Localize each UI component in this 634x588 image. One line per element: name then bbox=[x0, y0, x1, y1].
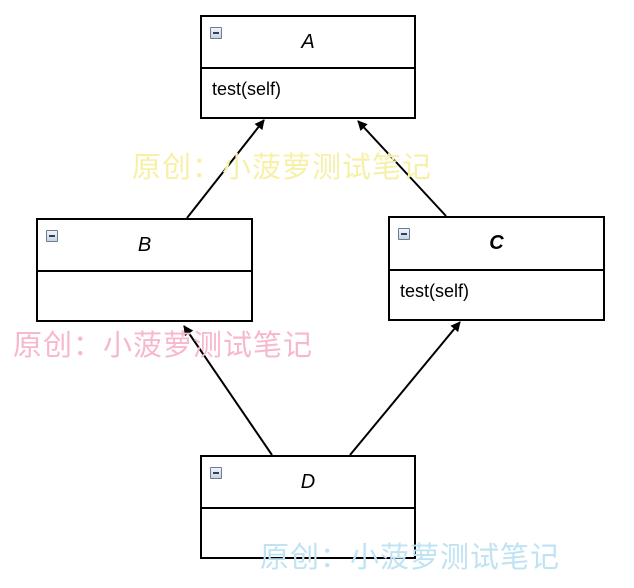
class-a[interactable]: A test(self) bbox=[200, 15, 416, 119]
class-c-name: C bbox=[489, 232, 504, 254]
class-d-header: D bbox=[202, 457, 414, 509]
collapse-icon[interactable] bbox=[210, 27, 222, 39]
collapse-icon[interactable] bbox=[210, 467, 222, 479]
class-b-name: B bbox=[137, 233, 152, 256]
class-c-method: test(self) bbox=[400, 281, 470, 301]
class-a-name: A bbox=[301, 30, 315, 53]
collapse-icon[interactable] bbox=[398, 228, 410, 240]
watermark: 原创：小菠萝测试笔记 bbox=[260, 540, 561, 574]
class-d-name: D bbox=[300, 470, 316, 493]
class-a-methods: test(self) bbox=[202, 69, 414, 100]
class-c[interactable]: C test(self) bbox=[388, 216, 605, 321]
arrow-b-to-a bbox=[186, 119, 265, 219]
class-d-methods bbox=[202, 509, 414, 519]
class-a-header: A bbox=[202, 17, 414, 69]
arrow-d-to-b bbox=[183, 325, 273, 456]
class-b-methods bbox=[38, 272, 251, 282]
class-d[interactable]: D bbox=[200, 455, 416, 559]
class-a-method: test(self) bbox=[212, 79, 282, 99]
watermark: 原创：小菠萝测试笔记 bbox=[132, 150, 433, 184]
watermark: 原创：小菠萝测试笔记 bbox=[13, 328, 314, 362]
arrow-d-to-c bbox=[349, 321, 461, 456]
arrow-c-to-a bbox=[357, 120, 447, 217]
class-b[interactable]: B bbox=[36, 218, 253, 322]
class-c-header: C bbox=[390, 218, 603, 271]
class-b-header: B bbox=[38, 220, 251, 272]
class-c-methods: test(self) bbox=[390, 271, 603, 302]
collapse-icon[interactable] bbox=[46, 230, 58, 242]
